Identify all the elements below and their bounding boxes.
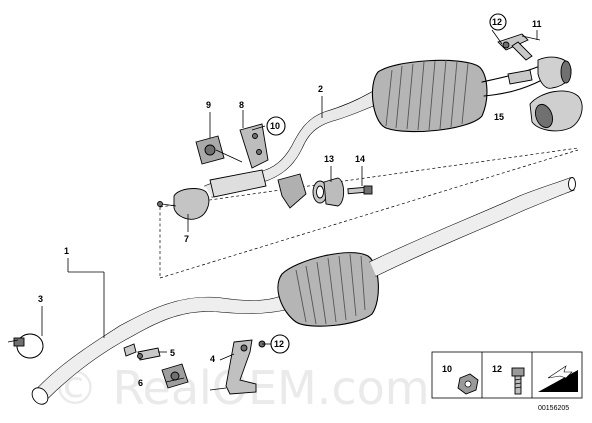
callout-11: 11	[532, 19, 542, 29]
legend-label-10: 10	[442, 364, 452, 374]
callout-9: 9	[206, 100, 211, 110]
nut-icon	[457, 373, 479, 395]
front-pipe-assembly	[31, 177, 576, 405]
rubber-mount-part-9	[195, 135, 243, 165]
callout-circle-12-lower	[270, 334, 290, 354]
callout-6: 6	[138, 378, 143, 388]
callout-labels: 1 2 3 4 5 6 7 8 9 10 11 12 13 14 15 12	[38, 17, 542, 388]
bolt-part-14	[347, 185, 373, 195]
callout-14: 14	[355, 154, 365, 164]
front-muffler-ribs	[295, 253, 366, 325]
legend-label-12: 12	[492, 364, 502, 374]
bracket-part-8	[239, 123, 269, 169]
callout-5: 5	[170, 348, 175, 358]
callout-1: 1	[64, 246, 69, 256]
catalyst-part-7	[157, 188, 210, 220]
ramp-arrow-icon	[538, 365, 578, 392]
bracket-part-4	[209, 339, 266, 395]
callout-3: 3	[38, 294, 43, 304]
hanger-bracket-part-11	[497, 33, 541, 61]
callout-13: 13	[324, 154, 334, 164]
pipe-clamp-part-3	[7, 333, 44, 359]
callout-7: 7	[184, 234, 189, 244]
bolt-icon	[511, 367, 525, 395]
callout-15: 15	[494, 112, 504, 122]
callout-12-lower: 12	[274, 339, 284, 349]
clamp-part-13	[312, 177, 345, 207]
callout-10: 10	[270, 121, 280, 131]
rear-muffler-ribs	[385, 59, 469, 131]
dashed-alignment-lines	[159, 147, 579, 279]
callout-8: 8	[239, 100, 244, 110]
tail-pipe-part-15	[529, 90, 583, 132]
reference-number: 00156205	[538, 405, 569, 412]
callout-circle-12-top	[489, 13, 507, 31]
callout-circle-10	[266, 116, 286, 136]
center-support-bracket	[277, 173, 307, 209]
callout-12-top: 12	[492, 17, 502, 27]
rear-silencer-assembly	[204, 56, 572, 198]
hardware-legend: 10 12	[431, 351, 583, 399]
callout-2: 2	[318, 84, 323, 94]
leader-lines	[41, 29, 538, 383]
hanger-part-5	[137, 347, 161, 361]
callout-4: 4	[210, 354, 215, 364]
